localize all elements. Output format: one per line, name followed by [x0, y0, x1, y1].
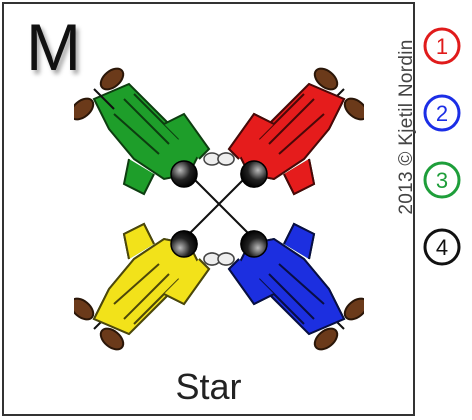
number-label-1: 1 — [436, 34, 448, 59]
card-caption: Star — [175, 366, 242, 407]
number-label-3: 3 — [436, 168, 448, 193]
number-legend: 1 2 3 4 — [422, 26, 468, 294]
number-label-2: 2 — [436, 101, 448, 126]
copyright-text: 2013 © Kjetil Nordin — [392, 8, 422, 246]
figure-color-overlays — [92, 82, 346, 336]
circled-number-4-icon: 4 — [423, 228, 461, 266]
card-letter: M — [26, 10, 81, 84]
number-label-4: 4 — [436, 235, 448, 260]
figure-green-icon — [74, 67, 221, 196]
star-formation-illustration — [74, 63, 364, 355]
circled-number-2-icon: 2 — [423, 94, 461, 132]
copyright-label: 2013 © Kjetil Nordin — [396, 39, 417, 215]
circled-number-1-icon: 1 — [423, 27, 461, 65]
card: M — [2, 2, 415, 416]
circled-number-3-icon: 3 — [423, 161, 461, 199]
